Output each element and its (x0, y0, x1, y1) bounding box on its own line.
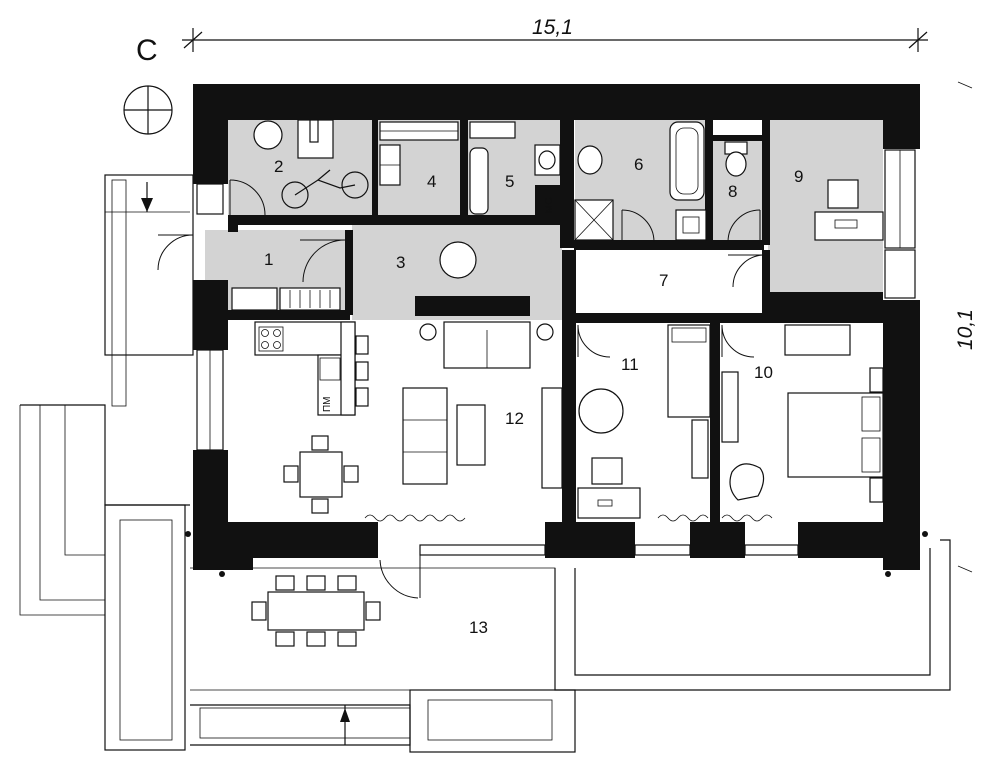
round-table (439, 241, 477, 279)
room-2-label: 2 (274, 157, 283, 176)
room-9-label: 9 (794, 167, 803, 186)
room-10-furniture (721, 324, 884, 503)
room-4-label: 4 (427, 172, 436, 191)
doors (157, 179, 766, 599)
utility-label: МС (544, 197, 555, 213)
room-11-furniture (577, 324, 711, 519)
terrace-dining-table (251, 575, 381, 647)
dimension-tick-top (957, 81, 973, 89)
bicycle-icon (281, 169, 369, 209)
height-dimension-label: 10,1 (954, 309, 977, 350)
terrace-outline (19, 174, 951, 753)
room-13-label: 13 (469, 618, 488, 637)
compass-icon (123, 85, 173, 135)
kitchen-counter (254, 321, 369, 416)
room-3-label: 3 (396, 253, 405, 272)
room-4-wardrobe (379, 121, 459, 186)
room-2-fixtures (253, 119, 334, 159)
room-9-desk (814, 179, 884, 241)
width-dimension-line (182, 28, 928, 52)
room-12-label: 12 (505, 409, 524, 428)
sofa (402, 321, 563, 489)
room-6-fixtures (574, 121, 707, 241)
room-5-label: 5 (505, 172, 514, 191)
entrance-arrow-icon (105, 182, 190, 213)
room-10-label: 10 (754, 363, 773, 382)
room-8-toilet (724, 141, 748, 177)
room-6-label: 6 (634, 155, 643, 174)
width-dimension-label: 15,1 (532, 16, 573, 39)
room-7-label: 7 (659, 271, 668, 290)
dishwasher-label: ПМ (322, 396, 333, 412)
room-1-fixtures (231, 287, 341, 311)
dimension-tick-bottom (957, 565, 973, 573)
room-8-label: 8 (728, 182, 737, 201)
room-11-label: 11 (621, 355, 639, 374)
curtain-room-11 (657, 514, 709, 522)
walls (193, 84, 920, 570)
room-1-label: 1 (264, 250, 273, 269)
dining-table (283, 435, 359, 514)
curtain-room-10 (721, 514, 773, 522)
room-5-fixtures (469, 121, 561, 215)
windows (196, 149, 916, 556)
curtain (364, 514, 466, 522)
north-label: С (136, 34, 158, 67)
